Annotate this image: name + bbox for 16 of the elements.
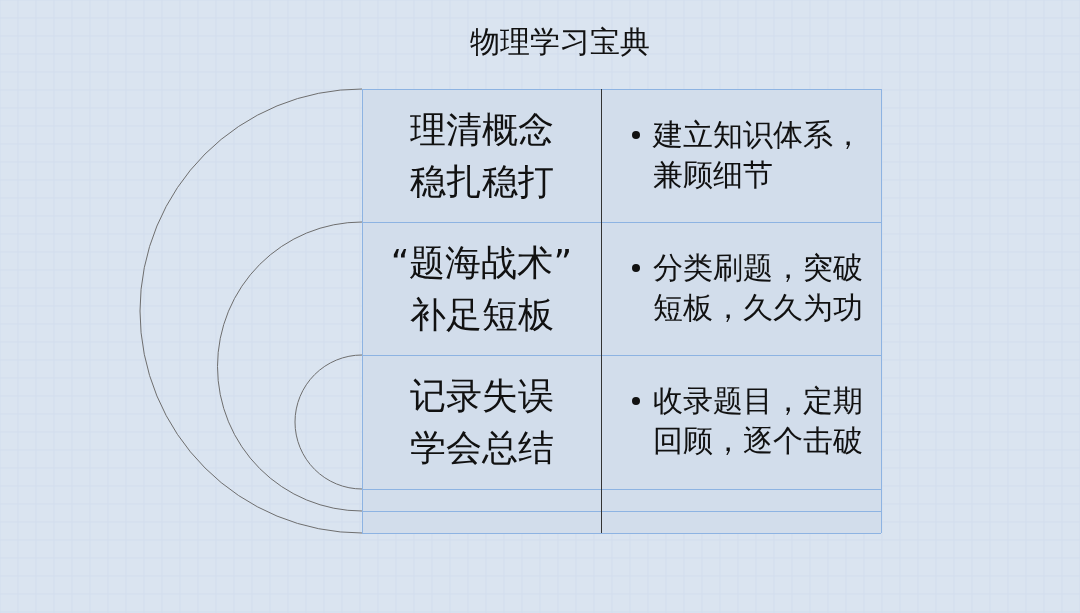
title: 物理学习宝典 [470, 23, 650, 61]
table-cell [362, 222, 601, 355]
cell-text: 补足短板 [409, 294, 554, 335]
bullet-text: 分类刷题，突破短板，久久为功 [653, 249, 864, 327]
cell-text: “题海战术” [390, 242, 573, 283]
table-cell [601, 222, 881, 355]
bullet-text: 建立知识体系，兼顾细节 [653, 116, 864, 194]
cell-text: 稳扎稳打 [409, 161, 554, 202]
table-cell [362, 355, 601, 489]
cell-text: 理清概念 [409, 109, 554, 150]
cell-text: 记录失误 [409, 375, 554, 416]
table-cell [362, 89, 601, 222]
table-cell [601, 89, 881, 222]
cell-text: 学会总结 [409, 427, 554, 468]
table-cell [601, 355, 881, 489]
bullet-text: 收录题目，定期回顾，逐个击破 [653, 382, 864, 460]
